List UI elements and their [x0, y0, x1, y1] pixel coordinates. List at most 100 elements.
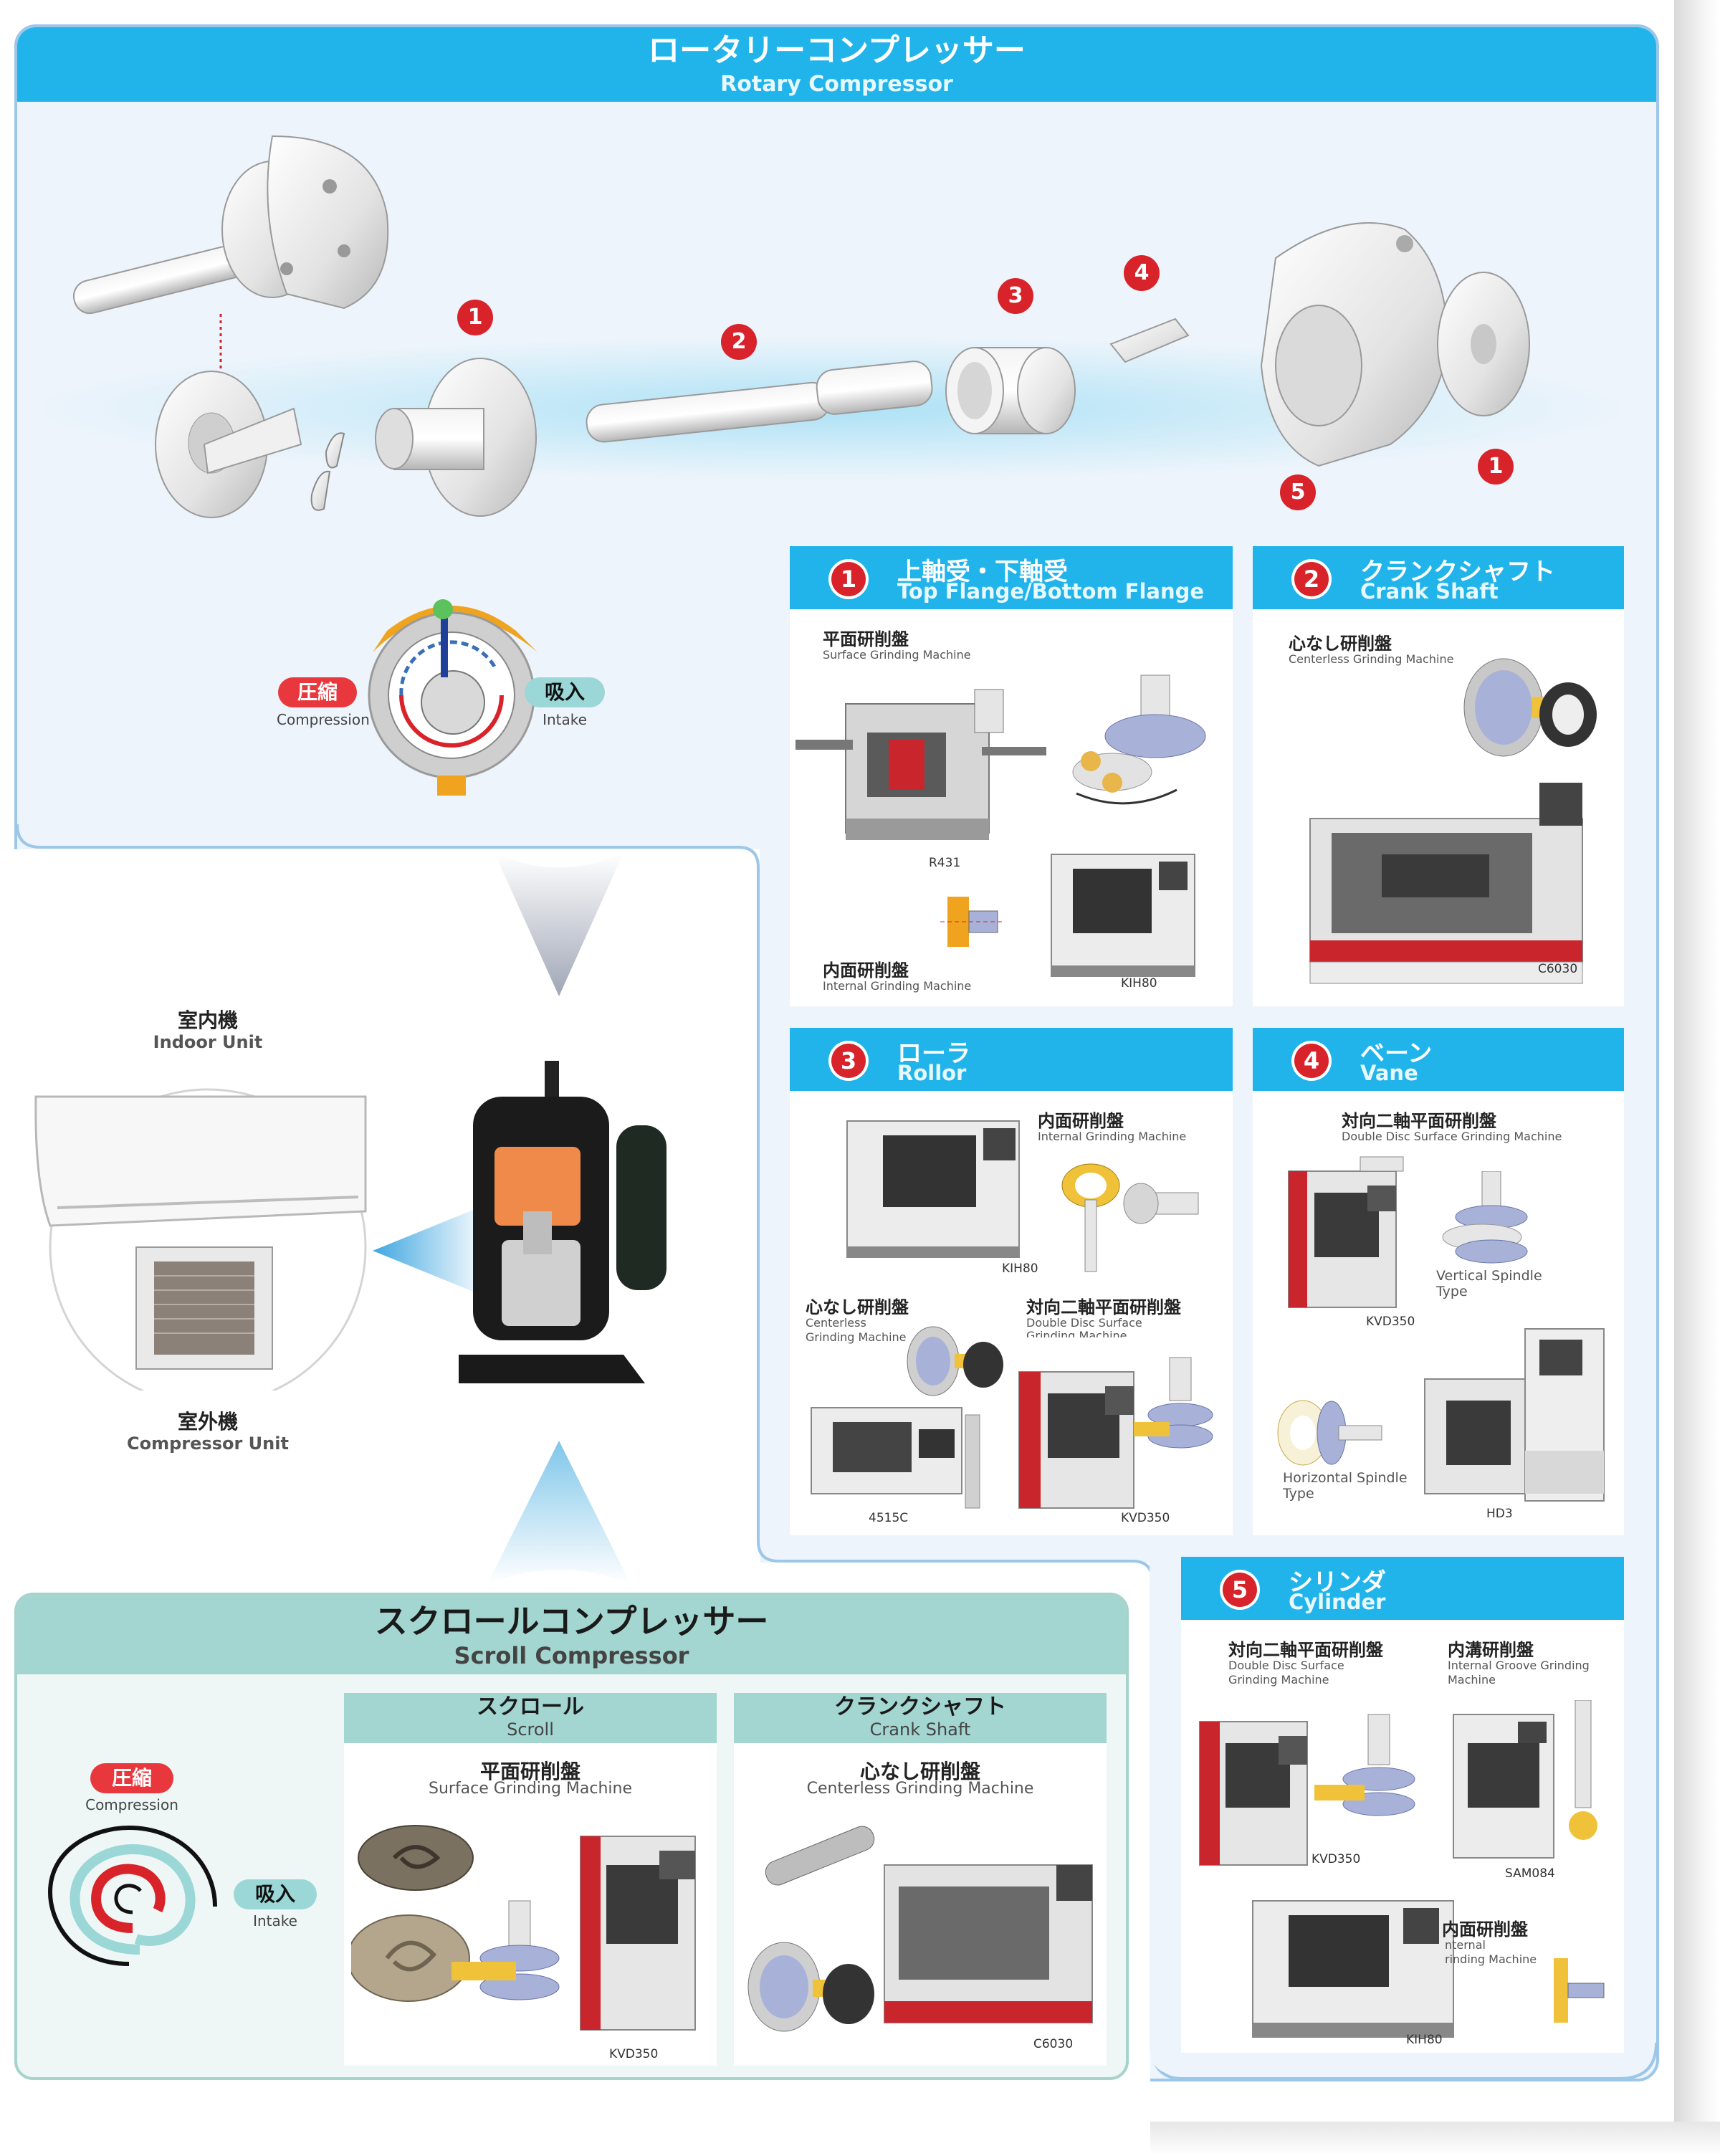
horizontal-spindle-diagram: [1277, 1400, 1382, 1466]
card1-m1-jp: 平面研削盤: [823, 629, 909, 649]
scroll-sub-card-scroll: スクロール Scroll 平面研削盤 Surface Grinding Mach…: [344, 1693, 717, 2066]
compression-label-en: Compression: [277, 711, 370, 728]
card4-m1-en: Double Disc Surface Grinding Machine: [1342, 1130, 1562, 1143]
card5-m2-en2: Machine: [1448, 1673, 1496, 1687]
scroll-sub1-header: スクロール Scroll: [344, 1693, 717, 1743]
card3-m2-en1: Centerless: [806, 1316, 866, 1330]
card5-m2-jp: 内溝研削盤: [1448, 1640, 1534, 1660]
card3-m3-en2: Grinding Machine: [1026, 1329, 1127, 1337]
scroll-sub2-model: C6030: [1033, 2037, 1074, 2051]
card5-m2-model: SAM084: [1505, 1866, 1555, 1881]
scroll-sub1-machine-jp: 平面研削盤: [479, 1760, 580, 1783]
card3-m3-en1: Double Disc Surface: [1026, 1316, 1142, 1330]
card-vane: 4 ベーン Vane 対向二軸平面研削盤 Double Disc Surface…: [1253, 1028, 1624, 1535]
compressor-cutaway-illustration: [459, 1061, 666, 1383]
card3-m2-jp: 心なし研削盤: [806, 1297, 909, 1317]
card3-title-jp: ローラ: [897, 1039, 970, 1068]
card4-horizontal-en1: Horizontal Spindle: [1283, 1470, 1408, 1486]
card5-m1-model: KVD350: [1312, 1852, 1361, 1866]
rotary-compression-diagram: [368, 599, 538, 796]
scroll-title-en: Scroll Compressor: [454, 1642, 689, 1669]
card5-header: 5 シリンダ Cylinder: [1181, 1557, 1624, 1620]
card4-m2-model: HD3: [1486, 1507, 1513, 1521]
indoor-unit-en: Indoor Unit: [153, 1032, 263, 1052]
scroll-sub1-model: KVD350: [609, 2047, 659, 2061]
card1-title-en: Top Flange/Bottom Flange: [897, 579, 1205, 604]
card1-header: 1 上軸受・下軸受 Top Flange/Bottom Flange: [790, 546, 1233, 609]
surface-grinding-machine-image: [796, 689, 1046, 840]
scroll-sub2-header: クランクシャフト Crank Shaft: [734, 1693, 1107, 1743]
card3-m2-en2: Grinding Machine: [806, 1330, 907, 1344]
top-flange-part: [375, 358, 537, 517]
cylinder-part: [1260, 222, 1449, 467]
card2-number: 2: [1294, 562, 1329, 596]
scroll-compression-diagram: [47, 1825, 217, 1966]
roller-centerless-diagram: [907, 1326, 1003, 1396]
indoor-unit-jp: 室内機: [177, 1008, 238, 1032]
scroll-sub2-jp: クランクシャフト: [834, 1694, 1006, 1719]
rotary-title-jp: ロータリーコンプレッサー: [648, 32, 1026, 69]
card2-title-en: Crank Shaft: [1360, 579, 1499, 604]
down-arrow: [494, 853, 624, 996]
card2-m1-jp: 心なし研削盤: [1289, 634, 1392, 654]
scroll-sub2-machine-en: Centerless Grinding Machine: [806, 1780, 1034, 1798]
part-number-5: 5: [1280, 474, 1316, 510]
scroll-compression-label: 圧縮: [90, 1763, 173, 1793]
rotary-title-en: Rotary Compressor: [720, 72, 953, 97]
centerless-4515c-image: [811, 1407, 980, 1509]
card1-m1-en: Surface Grinding Machine: [823, 648, 971, 662]
card5-m3-model: KIH80: [1406, 2033, 1443, 2047]
card-roller: 3 ローラ Rollor 内面研削盤 Internal Grinding Mac…: [790, 1028, 1233, 1535]
card-crank-shaft: 2 クランクシャフト Crank Shaft 心なし研削盤 Centerless…: [1253, 546, 1624, 1006]
card5-m1-en2: Grinding Machine: [1228, 1673, 1329, 1687]
card3-number: 3: [831, 1044, 866, 1078]
card5-number: 5: [1223, 1573, 1257, 1607]
part-number-4: 4: [1124, 255, 1160, 291]
card-cylinder: 5 シリンダ Cylinder 対向二軸平面研削盤 Double Disc Su…: [1181, 1557, 1624, 2053]
intake-label: 吸入: [525, 677, 605, 707]
centerless-grinding-diagram: [1463, 658, 1597, 757]
card3-m3-model: KVD350: [1121, 1511, 1170, 1525]
card3-m1-en: Internal Grinding Machine: [1038, 1130, 1187, 1143]
card3-m3-jp: 対向二軸平面研削盤: [1026, 1297, 1181, 1317]
card2-m1-model: C6030: [1538, 962, 1578, 976]
card4-title-en: Vane: [1360, 1061, 1418, 1085]
card1-m2-en: Internal Grinding Machine: [823, 979, 972, 993]
scroll-sub2-machine-jp: 心なし研削盤: [859, 1760, 980, 1783]
part-number-2: 2: [721, 324, 757, 360]
internal-grinding-machine-image: [1051, 854, 1195, 977]
assembled-crankshaft: [72, 135, 389, 373]
double-disc-kvd350-image: [1018, 1357, 1213, 1509]
card4-m1-model: KVD350: [1366, 1315, 1415, 1329]
card2-title-jp: クランクシャフト: [1360, 558, 1555, 586]
card-top-bottom-flange: 1 上軸受・下軸受 Top Flange/Bottom Flange 平面研削盤…: [790, 546, 1233, 1006]
card4-number: 4: [1294, 1044, 1329, 1078]
air-conditioner-illustration: [34, 1088, 367, 1391]
roller-internal-grinding-diagram: [1061, 1163, 1199, 1272]
scroll-crank-centerless-image: [747, 1826, 1093, 2032]
card4-horizontal-en2: Type: [1283, 1486, 1314, 1502]
exploded-parts-illustration: [72, 135, 1530, 518]
card4-vertical-en2: Type: [1436, 1284, 1468, 1299]
centerless-grinding-machine-image: [1309, 783, 1583, 984]
link-pieces: [310, 432, 345, 511]
scroll-sub1-en: Scroll: [507, 1719, 554, 1740]
part-number-1: 1: [457, 300, 493, 335]
scroll-intake-label: 吸入: [234, 1879, 317, 1909]
card3-header: 3 ローラ Rollor: [790, 1028, 1233, 1091]
up-arrow: [487, 1441, 631, 1584]
intake-label-en: Intake: [543, 711, 587, 728]
card1-title-jp: 上軸受・下軸受: [897, 558, 1068, 586]
vane-kvd350-image: [1288, 1156, 1404, 1308]
card5-m2-en1: Internal Groove Grinding: [1448, 1659, 1590, 1672]
card4-vertical-en1: Vertical Spindle: [1436, 1268, 1542, 1284]
card3-m2-model: 4515C: [869, 1511, 909, 1525]
card1-m2-jp: 内面研削盤: [823, 960, 909, 981]
card2-header: 2 クランクシャフト Crank Shaft: [1253, 546, 1624, 609]
flange-surface-grinding-diagram: [1072, 674, 1206, 805]
scroll-title-jp: スクロールコンプレッサー: [374, 1602, 769, 1641]
card1-m2-model: KIH80: [1121, 976, 1157, 991]
scroll-sub-card-crank: クランクシャフト Crank Shaft 心なし研削盤 Centerless G…: [734, 1693, 1107, 2066]
cylinder-kvd350-image: [1199, 1714, 1415, 1866]
card5-title-jp: シリンダ: [1289, 1568, 1386, 1597]
